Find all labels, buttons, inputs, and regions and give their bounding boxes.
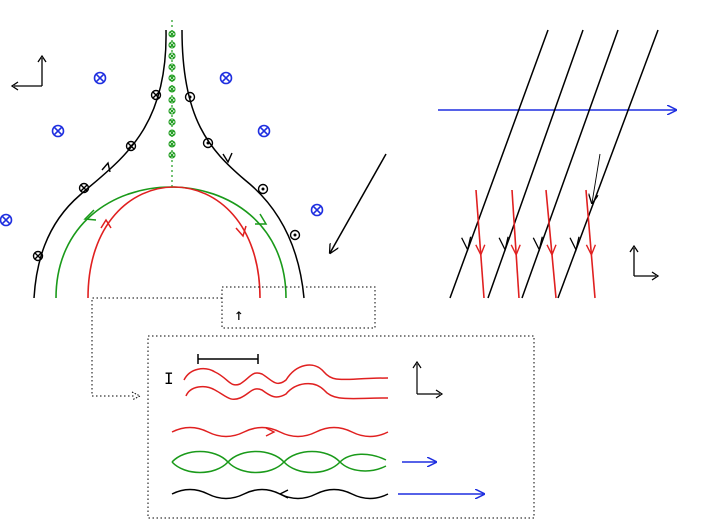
inset-connector — [91, 286, 376, 397]
red-line — [585, 189, 596, 299]
green-arc-arrow-left — [83, 209, 97, 221]
inset-content: I — [164, 354, 484, 500]
slanted-lines — [449, 29, 659, 299]
into-page-icon — [168, 85, 176, 93]
into-page-icon — [32, 250, 44, 262]
slanted-line — [487, 29, 584, 299]
out-of-page-icon — [257, 183, 269, 195]
red-vertical-lines — [475, 189, 597, 299]
into-page-icon — [168, 52, 176, 60]
into-page-icon — [168, 151, 176, 159]
slanted-line — [557, 29, 659, 299]
marker-label: I — [164, 369, 174, 388]
into-page-icon — [168, 41, 176, 49]
upper-arrow-label: ↑ — [234, 305, 244, 324]
left-boundary-arrow — [101, 161, 111, 173]
out-of-page-icon — [289, 229, 301, 241]
into-page-icon — [168, 74, 176, 82]
slanted-line-arrow — [461, 236, 472, 252]
axis-marker-left — [10, 54, 47, 91]
into-page-icon — [257, 124, 271, 138]
into-page-icon — [168, 63, 176, 71]
into-page-icon — [168, 96, 176, 104]
slanted-line-arrow — [569, 236, 580, 252]
red-sine-wave — [171, 426, 389, 438]
left-panel — [10, 20, 387, 299]
out-of-page-icon — [184, 91, 196, 103]
slanted-line-arrow — [498, 236, 509, 252]
into-page-icon — [78, 182, 90, 194]
green-wave-b — [171, 450, 387, 474]
incoming-diagonal-arrow — [330, 153, 387, 253]
into-page-icon — [93, 71, 107, 85]
slanted-line-arrow — [532, 236, 543, 252]
red-line-arrow — [585, 244, 597, 257]
right-boundary-arrow — [222, 152, 233, 164]
green-arc — [55, 186, 287, 299]
axis-marker-right — [629, 244, 660, 281]
into-page-icon — [125, 140, 137, 152]
red-line-arrow — [546, 244, 557, 257]
into-page-icon — [168, 107, 176, 115]
black-wave-arrow — [278, 489, 289, 499]
into-page-icon — [51, 124, 65, 138]
right-boundary-curve — [181, 29, 305, 299]
red-line-arrow — [475, 244, 486, 257]
red-arc — [87, 186, 261, 299]
into-page-icon — [168, 140, 176, 148]
inset-box — [147, 335, 535, 519]
slanted-line — [449, 29, 549, 299]
out-of-page-icon — [202, 137, 214, 149]
red-sine-arrow — [265, 427, 276, 437]
into-page-icon — [150, 89, 162, 101]
red-packet-wave-1 — [183, 364, 389, 386]
into-page-icon — [168, 30, 176, 38]
into-page-icon — [168, 129, 176, 137]
left-boundary-curve — [33, 29, 167, 299]
red-packet-wave-2 — [185, 382, 389, 401]
thin-pointer-line — [592, 153, 601, 203]
into-page-icon — [0, 213, 13, 227]
slanted-line — [521, 29, 619, 299]
dotted-leader — [91, 297, 222, 397]
red-line-arrow — [510, 244, 521, 257]
red-line — [475, 189, 485, 299]
axis-marker-inset — [412, 360, 444, 399]
scale-bar — [197, 354, 259, 364]
red-arc-arrow-right — [235, 225, 247, 238]
green-arc-arrow-right — [255, 213, 268, 225]
red-line — [511, 189, 520, 299]
into-page-icon — [168, 118, 176, 126]
red-arc-arrow-left — [100, 218, 112, 229]
field-symbols — [0, 30, 324, 262]
right-panel — [438, 29, 676, 299]
into-page-icon — [219, 71, 233, 85]
into-page-icon — [310, 203, 324, 217]
small-dotted-box — [221, 286, 376, 329]
red-line — [545, 189, 557, 299]
